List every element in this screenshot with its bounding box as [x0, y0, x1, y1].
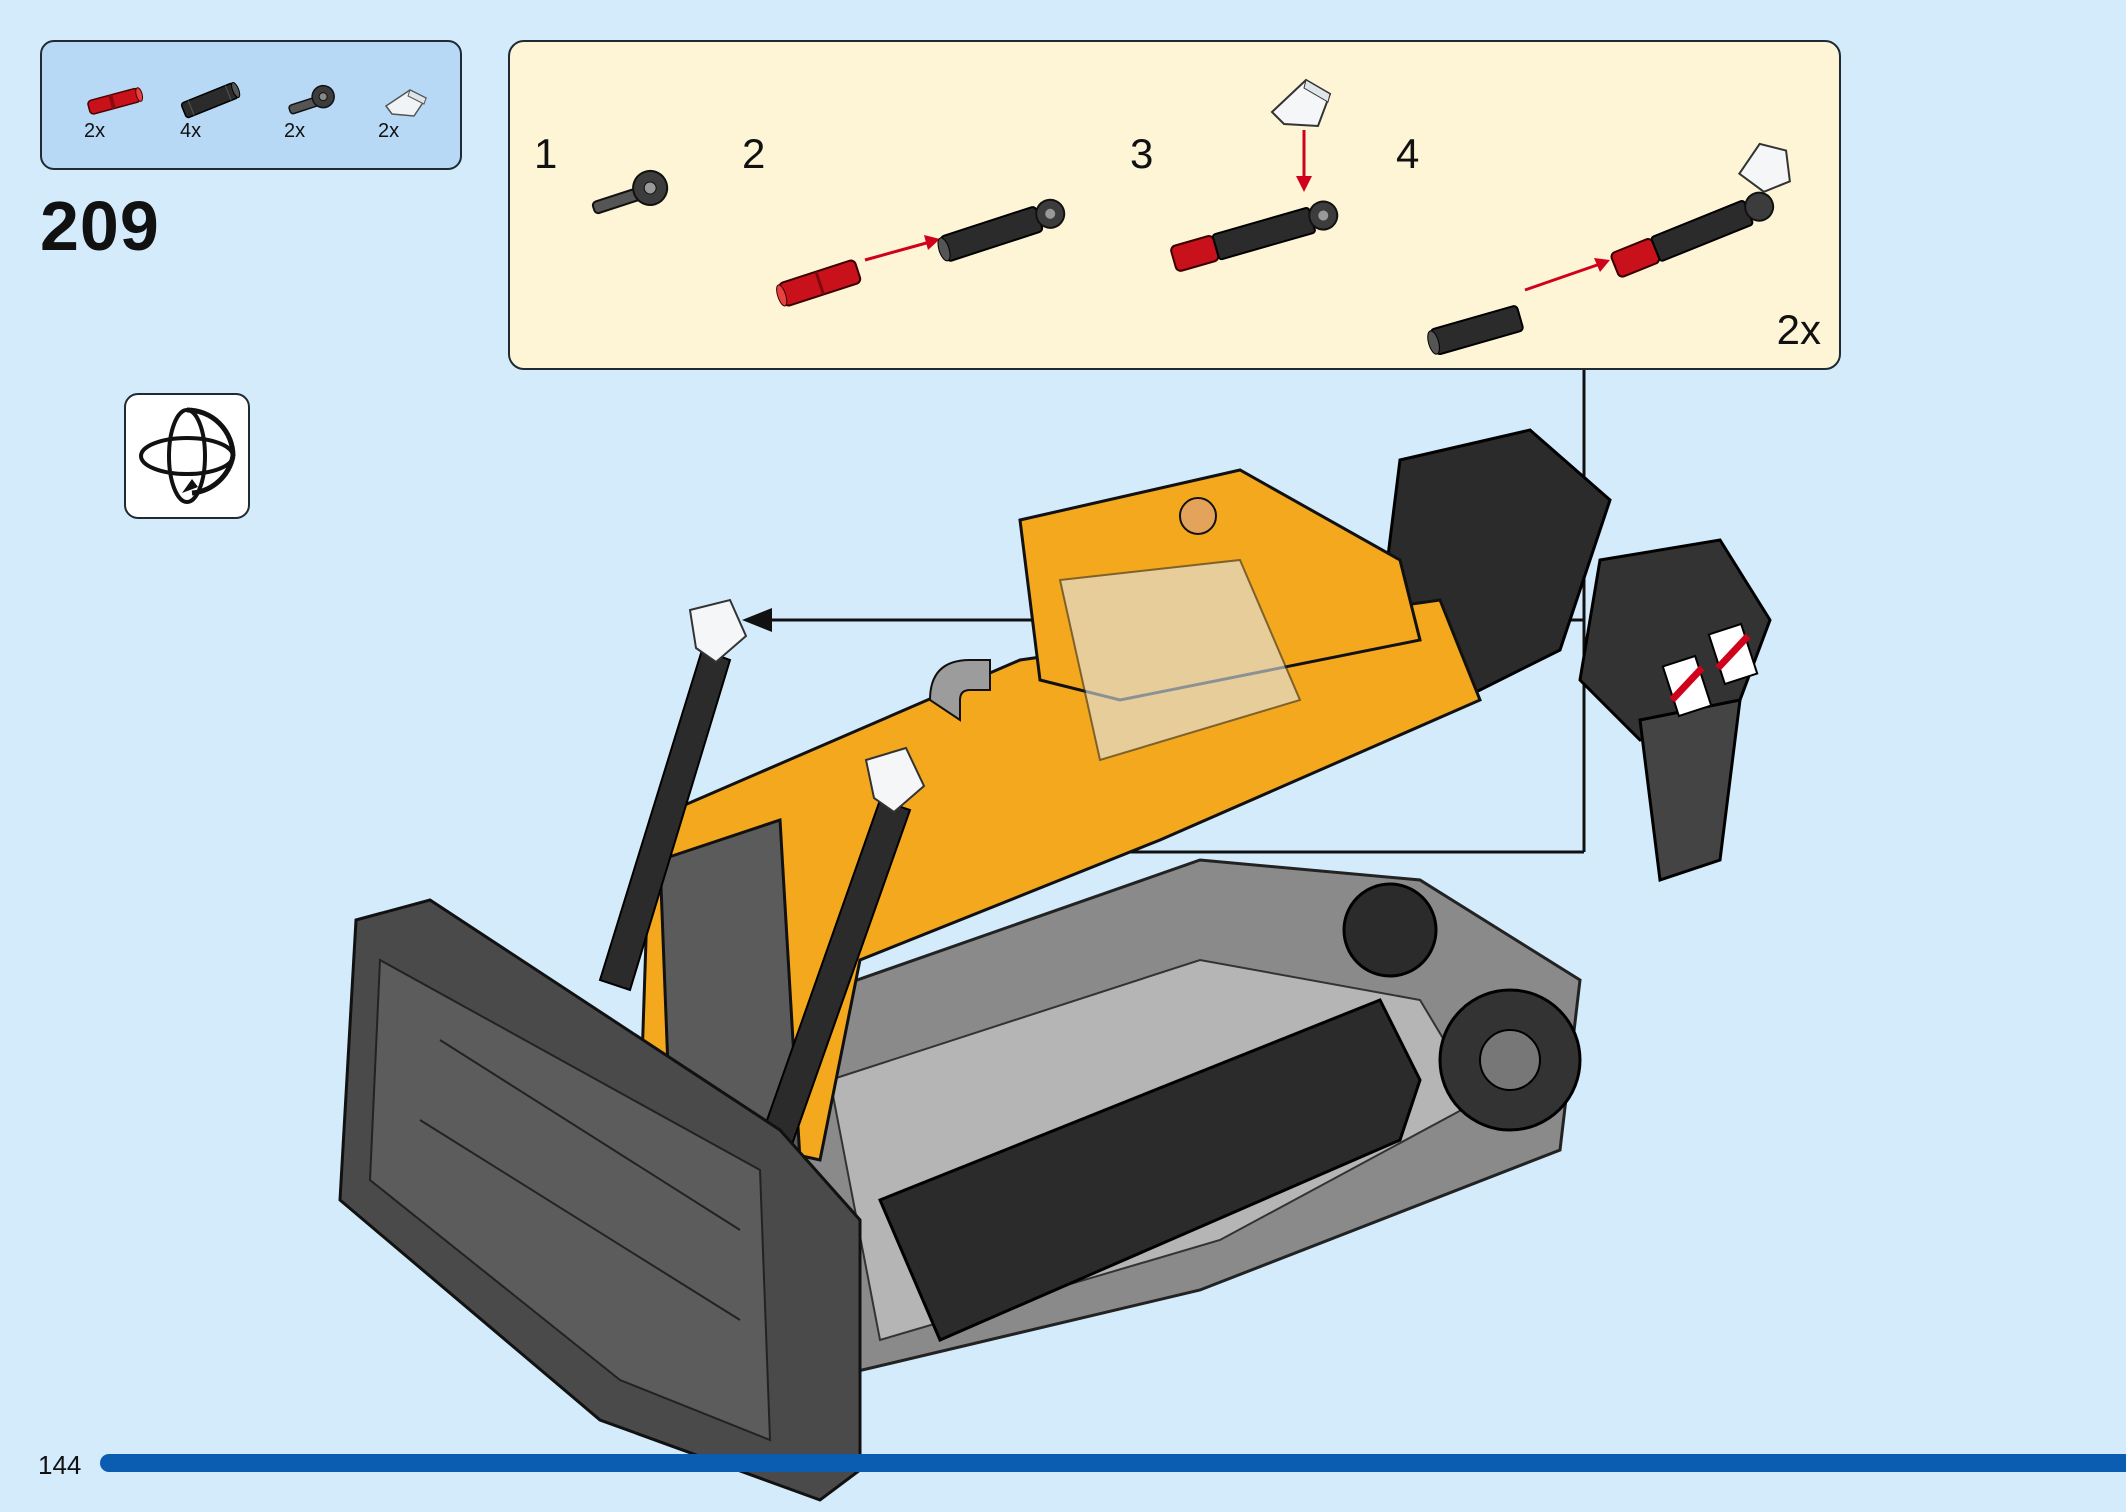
dark-grey-ball-joint-icon: [278, 76, 368, 166]
step-number: 209: [40, 187, 160, 265]
assembly-arrow: [1524, 258, 1610, 292]
hazard-stripe-tile: [1661, 622, 1759, 718]
light-post: [758, 746, 926, 1152]
part-qty: 2x: [378, 120, 400, 142]
assembly-arrow: [1296, 130, 1312, 192]
part-qty: 4x: [180, 120, 202, 142]
clear-slope-part: [1270, 78, 1332, 128]
black-connector-part: [1427, 305, 1524, 356]
substep-number: 4: [1396, 130, 1420, 177]
substep-number: 2: [742, 130, 766, 177]
progress-bar: [100, 1454, 2126, 1472]
parts-list-box: 2x 4x 2x 2x: [40, 40, 462, 170]
final-arm-assembly: [1610, 142, 1791, 278]
track-assembly: [698, 858, 1582, 1382]
rotate-model-icon: [124, 393, 250, 519]
black-axle-connector-icon: [176, 76, 266, 166]
ball-joint-part: [591, 169, 669, 215]
page-number: 144: [38, 1450, 82, 1480]
callout-multiplier: 2x: [1776, 306, 1821, 353]
substep-illustrations: [591, 78, 1791, 356]
part-qty: 2x: [284, 120, 306, 142]
red-connector-part: [776, 259, 862, 307]
black-connector-part: [937, 198, 1066, 262]
substep-number: 1: [534, 130, 558, 177]
light-post: [598, 598, 748, 992]
part-qty: 2x: [84, 120, 106, 142]
red-black-assembly: [1170, 200, 1339, 272]
substep-number: 3: [1130, 130, 1154, 177]
sub-assembly-callout: 1 2 3 4: [508, 40, 1841, 370]
assembly-arrow: [864, 235, 940, 262]
trans-clear-slope-icon: [374, 76, 464, 166]
red-axle-connector-icon: [80, 76, 170, 166]
